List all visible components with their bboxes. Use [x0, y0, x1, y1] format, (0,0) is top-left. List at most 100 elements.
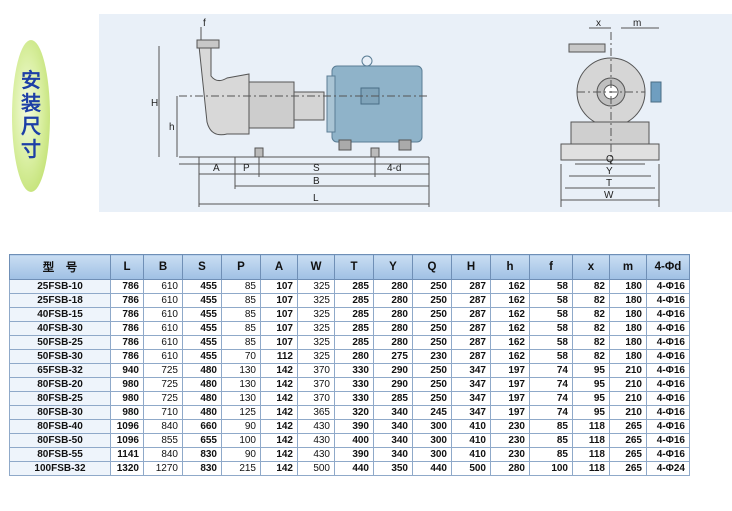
- value-cell: 162: [490, 335, 530, 350]
- value-cell: 85: [221, 279, 261, 294]
- label-Q: Q: [606, 154, 614, 165]
- value-cell: 142: [260, 419, 298, 434]
- value-cell: 430: [297, 433, 335, 448]
- label-A: A: [213, 163, 220, 174]
- value-cell: 455: [182, 349, 222, 364]
- front-terminal-box: [650, 81, 662, 103]
- label-h: h: [169, 122, 175, 133]
- value-cell: 4-Φ16: [646, 419, 690, 434]
- installation-diagram-panel: f H h A P S 4-d B L x m Q Y T W: [99, 14, 732, 212]
- value-cell: 4-Φ16: [646, 405, 690, 420]
- value-cell: 285: [373, 391, 413, 406]
- value-cell: 855: [143, 433, 183, 448]
- value-cell: 610: [143, 307, 183, 322]
- value-cell: 85: [221, 321, 261, 336]
- value-cell: 500: [451, 461, 491, 476]
- anchor-bolt: [254, 147, 264, 158]
- value-cell: 162: [490, 349, 530, 364]
- value-cell: 82: [572, 349, 610, 364]
- side-title: 安 装 尺 寸: [12, 40, 50, 192]
- value-cell: 340: [373, 447, 413, 462]
- value-cell: 660: [182, 419, 222, 434]
- value-cell: 82: [572, 307, 610, 322]
- pump-casing: [198, 45, 250, 136]
- value-cell: 4-Φ24: [646, 461, 690, 476]
- value-cell: 786: [110, 321, 144, 336]
- column-header: A: [260, 254, 298, 280]
- value-cell: 786: [110, 349, 144, 364]
- value-cell: 370: [297, 391, 335, 406]
- value-cell: 210: [609, 391, 647, 406]
- column-header: h: [490, 254, 530, 280]
- value-cell: 250: [412, 293, 452, 308]
- column-header: H: [451, 254, 491, 280]
- value-cell: 82: [572, 321, 610, 336]
- model-cell: 80FSB-55: [9, 447, 111, 462]
- value-cell: 340: [373, 419, 413, 434]
- value-cell: 440: [412, 461, 452, 476]
- value-cell: 980: [110, 391, 144, 406]
- value-cell: 390: [334, 447, 374, 462]
- value-cell: 162: [490, 279, 530, 294]
- value-cell: 280: [373, 307, 413, 322]
- motor-flange: [326, 75, 336, 133]
- side-title-char: 装: [21, 93, 41, 115]
- value-cell: 130: [221, 391, 261, 406]
- value-cell: 830: [182, 461, 222, 476]
- value-cell: 287: [451, 307, 491, 322]
- value-cell: 230: [490, 447, 530, 462]
- value-cell: 197: [490, 363, 530, 378]
- value-cell: 197: [490, 377, 530, 392]
- value-cell: 347: [451, 405, 491, 420]
- value-cell: 940: [110, 363, 144, 378]
- value-cell: 786: [110, 307, 144, 322]
- column-header: L: [110, 254, 144, 280]
- value-cell: 480: [182, 391, 222, 406]
- dimension-labels: f H h A P S 4-d B L x m Q Y T W: [151, 18, 641, 204]
- value-cell: 455: [182, 293, 222, 308]
- value-cell: 410: [451, 447, 491, 462]
- value-cell: 90: [221, 447, 261, 462]
- value-cell: 1096: [110, 419, 144, 434]
- value-cell: 142: [260, 405, 298, 420]
- value-cell: 370: [297, 363, 335, 378]
- value-cell: 95: [572, 405, 610, 420]
- value-cell: 287: [451, 321, 491, 336]
- value-cell: 142: [260, 363, 298, 378]
- value-cell: 350: [373, 461, 413, 476]
- value-cell: 347: [451, 391, 491, 406]
- front-discharge-flange: [568, 43, 606, 53]
- value-cell: 325: [297, 335, 335, 350]
- value-cell: 215: [221, 461, 261, 476]
- value-cell: 4-Φ16: [646, 349, 690, 364]
- value-cell: 58: [529, 293, 573, 308]
- value-cell: 1320: [110, 461, 144, 476]
- value-cell: 230: [490, 419, 530, 434]
- value-cell: 107: [260, 321, 298, 336]
- value-cell: 287: [451, 279, 491, 294]
- value-cell: 197: [490, 405, 530, 420]
- value-cell: 320: [334, 405, 374, 420]
- value-cell: 287: [451, 293, 491, 308]
- value-cell: 265: [609, 461, 647, 476]
- bearing-bracket: [248, 81, 295, 129]
- value-cell: 455: [182, 321, 222, 336]
- value-cell: 410: [451, 419, 491, 434]
- value-cell: 280: [373, 279, 413, 294]
- value-cell: 82: [572, 279, 610, 294]
- value-cell: 347: [451, 377, 491, 392]
- value-cell: 180: [609, 321, 647, 336]
- value-cell: 118: [572, 447, 610, 462]
- model-cell: 80FSB-30: [9, 405, 111, 420]
- motor-foot: [398, 139, 412, 151]
- value-cell: 1270: [143, 461, 183, 476]
- value-cell: 4-Φ16: [646, 335, 690, 350]
- value-cell: 85: [529, 419, 573, 434]
- column-header: f: [529, 254, 573, 280]
- value-cell: 112: [260, 349, 298, 364]
- value-cell: 100: [529, 461, 573, 476]
